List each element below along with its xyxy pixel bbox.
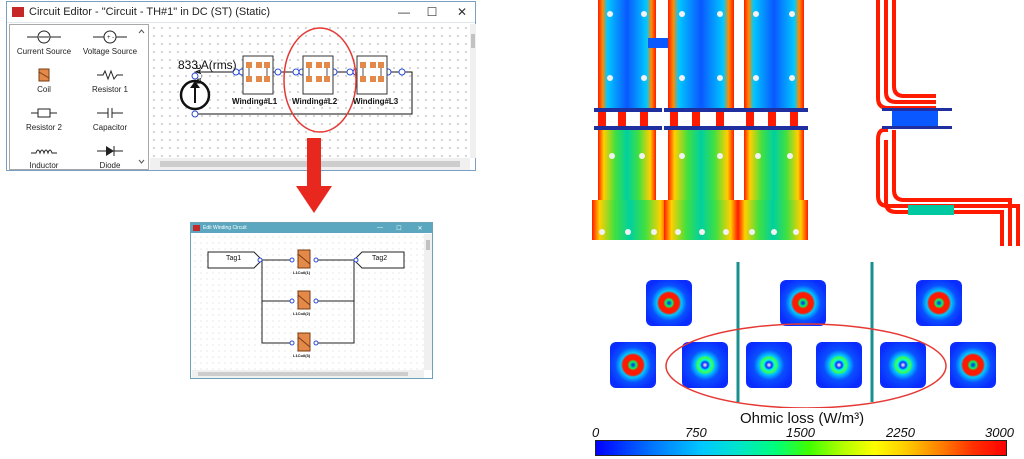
coil-2-symbol bbox=[297, 290, 311, 310]
canvas-vertical-scrollbar[interactable] bbox=[470, 24, 476, 158]
winding-l3-block bbox=[356, 55, 388, 95]
close-button[interactable]: ✕ bbox=[456, 5, 468, 19]
coil-2-label: L1Coil(2) bbox=[293, 311, 311, 316]
circuit-editor-titlebar[interactable]: Circuit Editor - "Circuit - TH#1" in DC … bbox=[7, 2, 475, 23]
palette-label: Capacitor bbox=[92, 123, 128, 132]
down-arrow-icon bbox=[296, 138, 332, 213]
component-palette: Current Source + - Voltage Source Coil R… bbox=[9, 24, 149, 170]
voltage-source-icon: + - bbox=[93, 30, 127, 44]
palette-item-inductor[interactable]: Inductor bbox=[10, 143, 78, 170]
palette-label: Resistor 2 bbox=[25, 123, 62, 132]
palette-item-resistor2[interactable]: Resistor 2 bbox=[10, 105, 78, 132]
palette-label: Current Source bbox=[16, 47, 72, 56]
winding-canvas[interactable]: Tag1 Tag2 L1Coil(1) L1Coil(2) L1Coil(3) bbox=[192, 234, 424, 370]
circuit-editor-window: Circuit Editor - "Circuit - TH#1" in DC … bbox=[6, 1, 476, 171]
plate-loss-map bbox=[610, 262, 996, 408]
winding-horizontal-scrollbar[interactable] bbox=[192, 370, 424, 378]
source-value-label: 833 A(rms) bbox=[178, 58, 237, 72]
resistor1-icon bbox=[97, 69, 123, 81]
palette-scrollbar[interactable] bbox=[137, 27, 146, 167]
palette-item-diode[interactable]: Diode bbox=[76, 143, 144, 170]
coil-3-label: L1Coil(3) bbox=[293, 353, 311, 358]
edit-winding-titlebar[interactable]: Edit Winding Circuit — ☐ ✕ bbox=[191, 223, 432, 233]
colorbar-title: Ohmic loss (W/m³) bbox=[740, 410, 865, 427]
tag1-label: Tag1 bbox=[226, 255, 242, 262]
colorbar-tick-1500: 1500 bbox=[786, 425, 815, 440]
edit-winding-window: Edit Winding Circuit — ☐ ✕ bbox=[190, 222, 433, 379]
tag1-shape bbox=[207, 251, 263, 269]
highlight-ellipse-plates bbox=[665, 323, 947, 408]
coil-icon bbox=[38, 68, 50, 82]
circuit-diagram bbox=[179, 27, 413, 133]
palette-item-current-source[interactable]: Current Source bbox=[10, 29, 78, 56]
palette-item-resistor1[interactable]: Resistor 1 bbox=[76, 67, 144, 94]
svg-text:+ -: + - bbox=[107, 35, 114, 41]
coil-1-symbol bbox=[297, 249, 311, 269]
current-source-icon bbox=[27, 30, 61, 44]
app-icon bbox=[193, 225, 200, 231]
diode-icon bbox=[97, 146, 123, 156]
maximize-button[interactable]: ☐ bbox=[396, 225, 402, 232]
maximize-button[interactable]: ☐ bbox=[426, 5, 438, 19]
winding-l1-block bbox=[242, 55, 274, 95]
colorbar-tick-0: 0 bbox=[592, 425, 600, 440]
app-icon bbox=[12, 7, 24, 17]
resistor2-icon bbox=[31, 108, 57, 118]
edit-winding-title: Edit Winding Circuit bbox=[203, 225, 247, 231]
winding-vertical-scrollbar[interactable] bbox=[424, 234, 432, 370]
winding-l2-block bbox=[302, 55, 334, 95]
colorbar bbox=[595, 440, 1007, 456]
winding-l1-label: Winding#L1 bbox=[232, 97, 278, 106]
winding-l3-label: Winding#L3 bbox=[353, 97, 399, 106]
palette-item-voltage-source[interactable]: + - Voltage Source bbox=[76, 29, 144, 56]
close-button[interactable]: ✕ bbox=[417, 225, 423, 232]
highlight-ellipse-l2 bbox=[283, 27, 357, 133]
minimize-button[interactable]: — bbox=[377, 225, 383, 231]
minimize-button[interactable]: — bbox=[398, 5, 410, 19]
palette-label: Inductor bbox=[29, 161, 59, 170]
colorbar-tick-750: 750 bbox=[685, 425, 707, 440]
circuit-editor-title: Circuit Editor - "Circuit - TH#1" in DC … bbox=[29, 6, 271, 18]
source-name-label: Ia_AC bbox=[196, 64, 203, 84]
colorbar-tick-2250: 2250 bbox=[886, 425, 915, 440]
palette-label: Coil bbox=[37, 85, 51, 94]
inductor-icon bbox=[31, 149, 57, 155]
circuit-canvas[interactable]: 833 A(rms) Ia_AC Winding#L1 Winding#L2 W… bbox=[150, 24, 470, 158]
coil-3-symbol bbox=[297, 332, 311, 352]
tag2-label: Tag2 bbox=[372, 255, 388, 262]
busbar-loss-map bbox=[592, 0, 1020, 246]
palette-label: Voltage Source bbox=[82, 47, 138, 56]
winding-diagram bbox=[207, 249, 405, 352]
palette-item-capacitor[interactable]: Capacitor bbox=[76, 105, 144, 132]
coil-1-label: L1Coil(1) bbox=[293, 270, 311, 275]
winding-l2-label: Winding#L2 bbox=[292, 97, 338, 106]
palette-label: Resistor 1 bbox=[91, 85, 128, 94]
colorbar-tick-3000: 3000 bbox=[985, 425, 1014, 440]
capacitor-icon bbox=[97, 108, 123, 118]
palette-item-coil[interactable]: Coil bbox=[10, 67, 78, 94]
palette-label: Diode bbox=[99, 161, 121, 170]
